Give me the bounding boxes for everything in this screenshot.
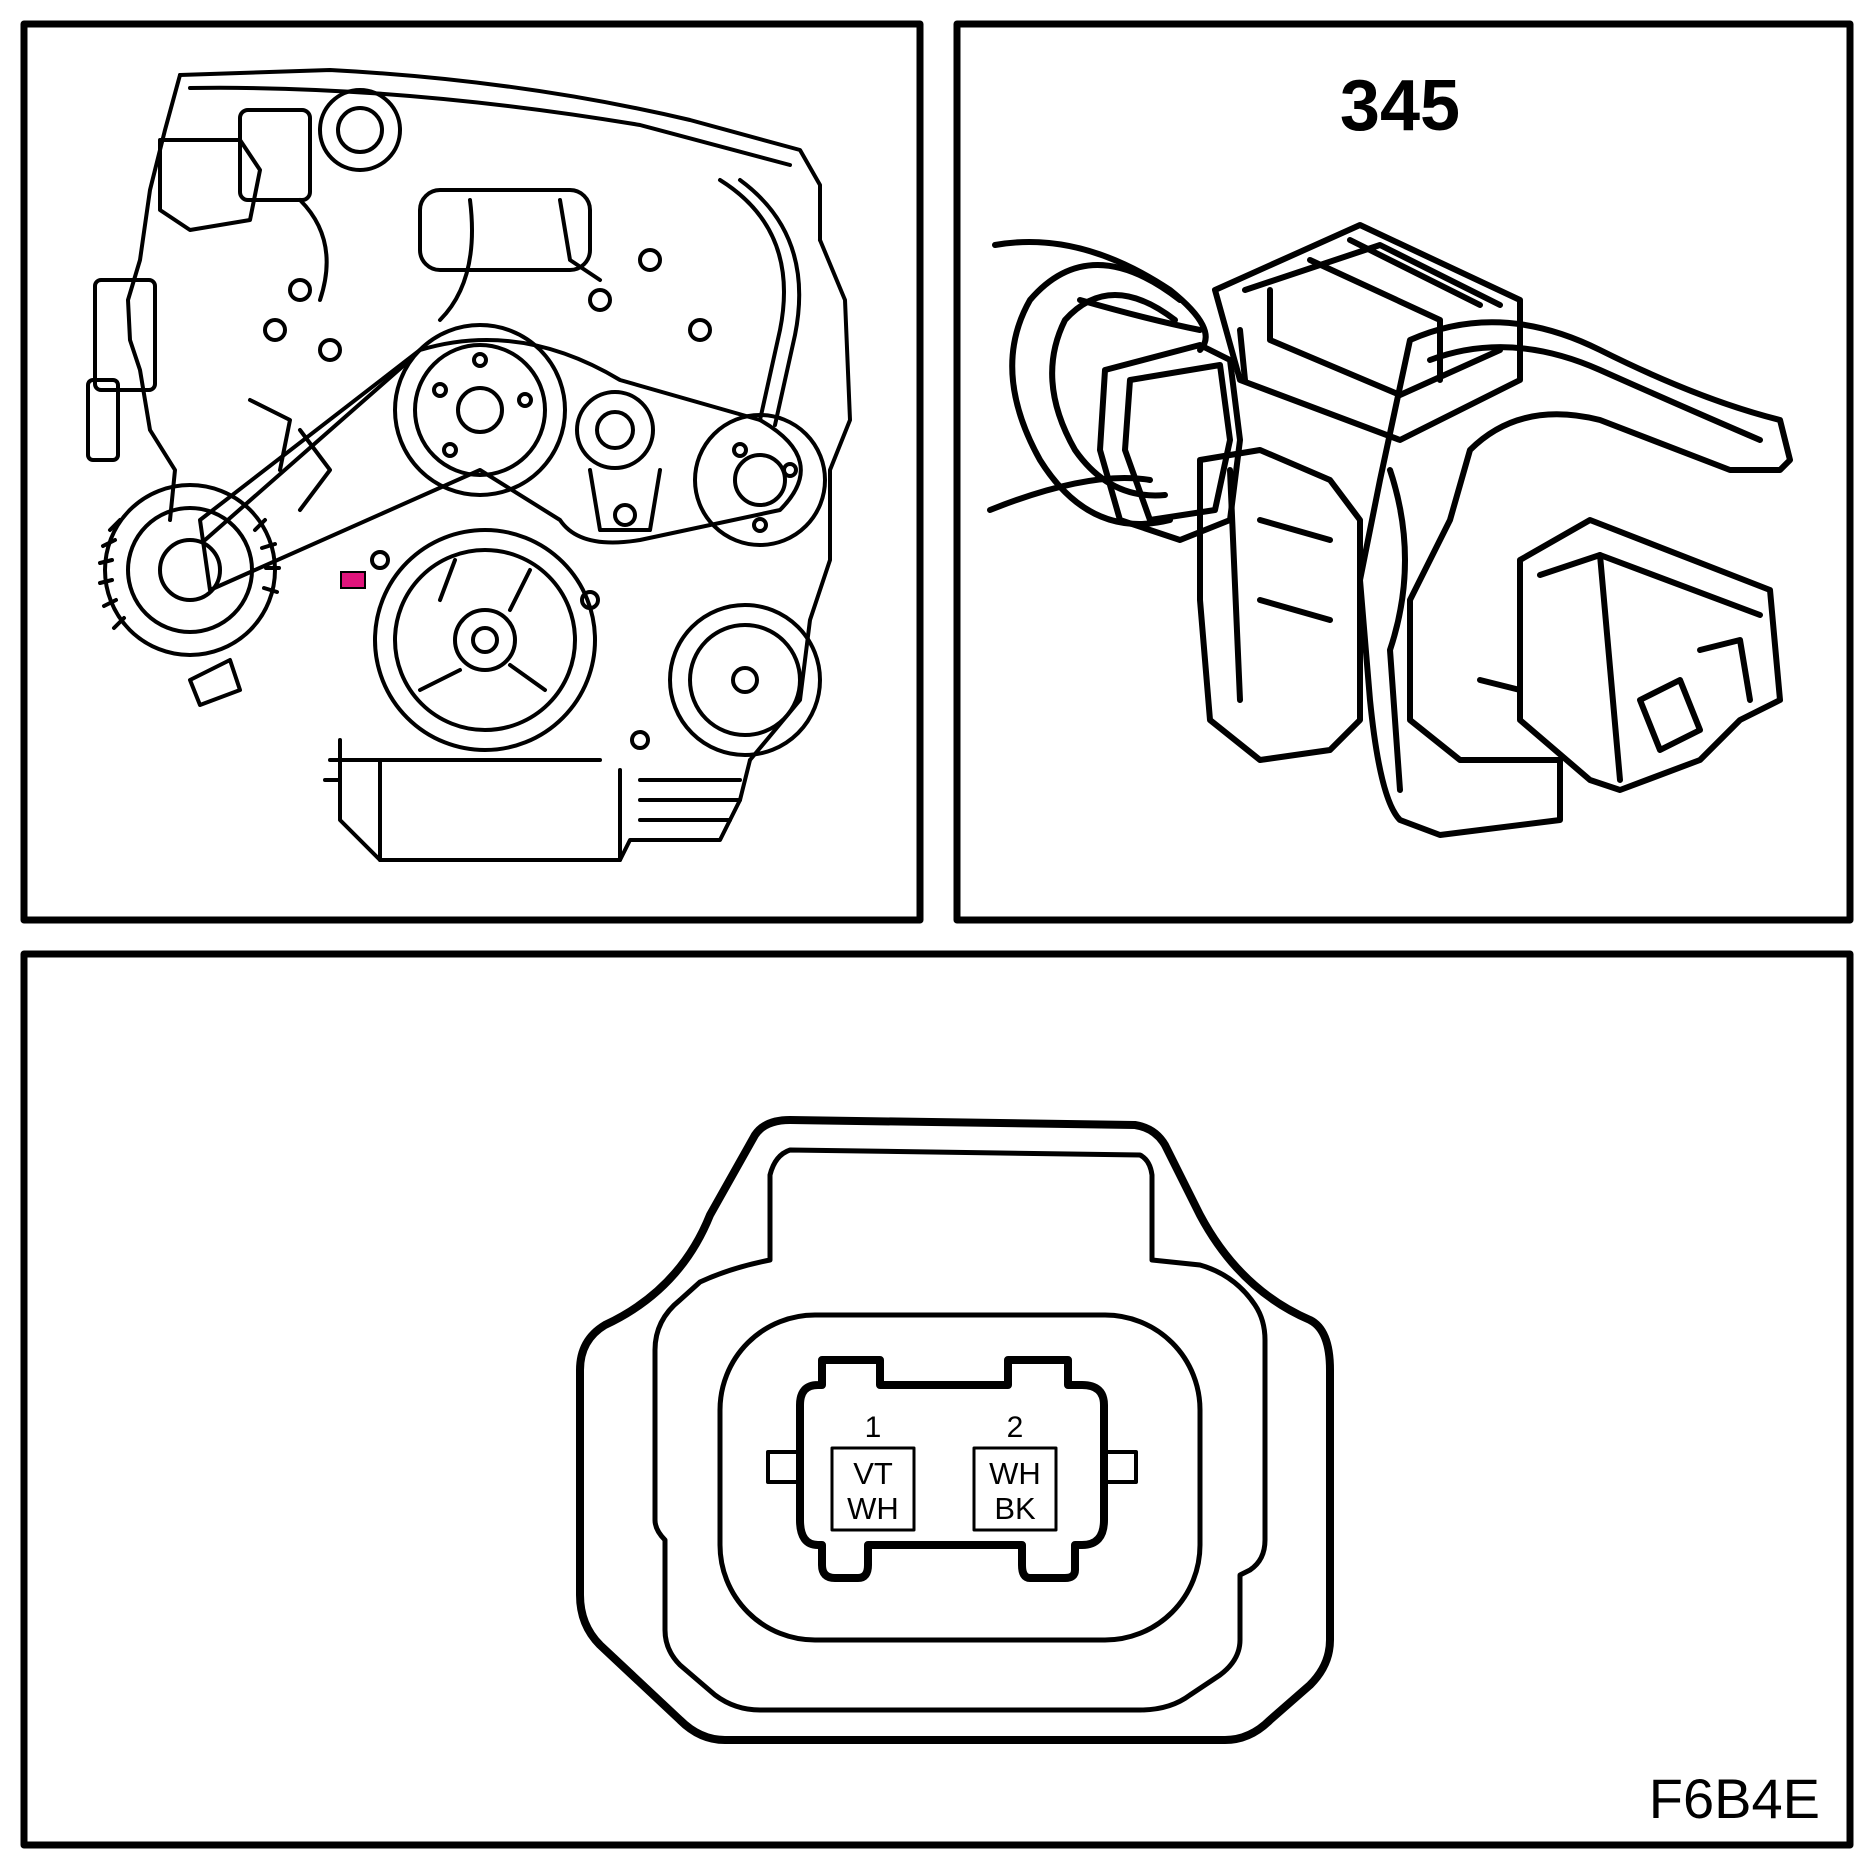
- engine-panel-frame: [20, 20, 924, 924]
- pin-1-number: 1: [865, 1411, 882, 1444]
- engine-illustration: [86, 68, 852, 862]
- connector-number: 345: [1340, 66, 1460, 146]
- pin-1-wire-color-top: VT: [853, 1456, 893, 1491]
- pinout-panel-frame: [20, 950, 1854, 1849]
- pin-2-wire-color-bottom: BK: [994, 1491, 1036, 1526]
- pin-1: 1 VT WH: [830, 1411, 916, 1532]
- pin-1-wire-box: [830, 1446, 916, 1532]
- pin-2-wire-color-top: WH: [989, 1456, 1041, 1491]
- figure-code: F6B4E: [1649, 1767, 1820, 1830]
- pin-1-wire-color-bottom: WH: [847, 1491, 899, 1526]
- connector-face-view: [576, 1116, 1334, 1744]
- connector-3d-illustration: [987, 222, 1793, 838]
- pin-2: 2 WH BK: [972, 1411, 1058, 1532]
- pin-2-number: 2: [1007, 1411, 1024, 1444]
- pin-2-wire-box: [972, 1446, 1058, 1532]
- connector-view-panel-frame: [953, 20, 1854, 924]
- sensor-location-marker: [340, 571, 366, 589]
